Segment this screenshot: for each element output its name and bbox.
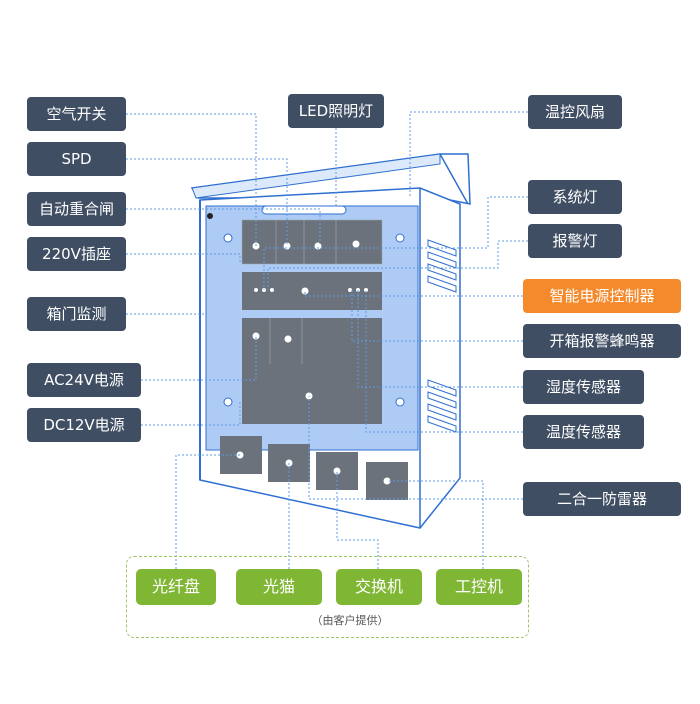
label-temperature-sensor: 温度传感器 (523, 415, 644, 449)
customer-provided-box (126, 556, 529, 638)
customer-note: （由客户提供） (311, 614, 389, 627)
label-alarm-light: 报警灯 (528, 224, 622, 258)
label-humidity-sensor: 湿度传感器 (523, 370, 644, 404)
label-optical-modem: 光猫 (236, 569, 322, 605)
label-smart-power-controller: 智能电源控制器 (523, 279, 681, 313)
label-air-switch: 空气开关 (27, 97, 126, 131)
label-switch: 交换机 (336, 569, 422, 605)
leader-lines (126, 111, 528, 569)
module-row-1 (241, 219, 383, 265)
label-temp-fan: 温控风扇 (528, 95, 622, 129)
label-system-light: 系统灯 (528, 180, 622, 214)
door-sensor-dot (207, 213, 213, 219)
label-door-monitor: 箱门监测 (27, 297, 126, 331)
label-ipc: 工控机 (436, 569, 522, 605)
label-ac24v-power: AC24V电源 (27, 363, 141, 397)
label-led-light: LED照明灯 (288, 94, 384, 128)
label-door-alarm-buzzer: 开箱报警蜂鸣器 (523, 324, 681, 358)
module-row-2 (242, 272, 382, 310)
module-row-4 (242, 364, 382, 424)
led-light-bar (261, 205, 347, 215)
label-dc12v-power: DC12V电源 (27, 408, 141, 442)
panel-screws (223, 233, 405, 407)
label-fiber-tray: 光纤盘 (136, 569, 216, 605)
label-surge-protector: 二合一防雷器 (523, 482, 681, 516)
label-220v-socket: 220V插座 (27, 237, 126, 271)
label-spd: SPD (27, 142, 126, 176)
right-vents (427, 239, 457, 433)
label-auto-recloser: 自动重合闸 (27, 192, 126, 226)
